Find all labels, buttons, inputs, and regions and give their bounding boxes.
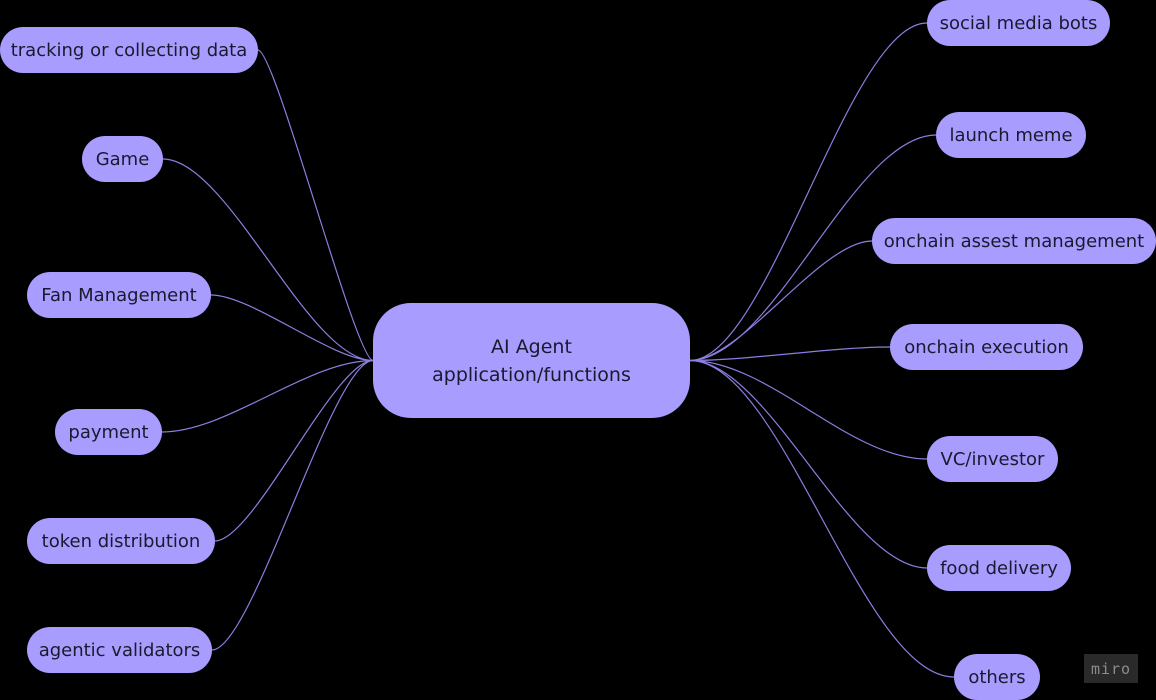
branch-food-delivery[interactable]: food delivery: [927, 545, 1071, 591]
branch-onchain-execution[interactable]: onchain execution: [890, 324, 1083, 370]
branch-label: VC/investor: [940, 448, 1045, 470]
branch-token-distribution[interactable]: token distribution: [27, 518, 215, 564]
branch-label: social media bots: [939, 12, 1098, 34]
connector-line: [689, 359, 955, 678]
branch-others[interactable]: others: [954, 654, 1040, 700]
center-node-title: AI Agent: [491, 335, 572, 358]
connector-line: [689, 359, 928, 569]
branch-agentic-validators[interactable]: agentic validators: [27, 627, 212, 673]
branch-label: launch meme: [949, 124, 1073, 146]
branch-game[interactable]: Game: [82, 136, 163, 182]
center-node-subtitle: application/functions: [432, 363, 631, 386]
branch-label: Game: [95, 148, 150, 170]
branch-onchain-assest-management[interactable]: onchain assest management: [872, 218, 1156, 264]
branch-label: onchain assest management: [883, 230, 1145, 252]
branch-label: Fan Management: [41, 284, 197, 306]
connector-line: [689, 240, 873, 362]
connector-line: [162, 158, 374, 362]
connector-line: [161, 359, 374, 433]
connector-line: [689, 359, 928, 460]
connector-line: [689, 134, 937, 362]
branch-label: onchain execution: [904, 336, 1069, 358]
branch-label: payment: [68, 421, 149, 443]
connector-line: [257, 49, 374, 362]
watermark-text: miro: [1090, 659, 1132, 678]
branch-launch-meme[interactable]: launch meme: [936, 112, 1086, 158]
connector-line: [689, 22, 928, 362]
branch-vc-investor[interactable]: VC/investor: [927, 436, 1058, 482]
connector-line: [689, 346, 891, 362]
connector-line: [211, 359, 374, 651]
branch-label: token distribution: [41, 530, 201, 552]
branch-label: agentic validators: [38, 639, 201, 661]
branch-payment[interactable]: payment: [55, 409, 162, 455]
branch-label: others: [968, 666, 1026, 688]
connector-line: [210, 294, 374, 362]
branch-label: food delivery: [940, 557, 1058, 579]
miro-watermark: miro: [1084, 654, 1138, 683]
center-node[interactable]: AI Agent application/functions: [373, 303, 690, 418]
branch-label: tracking or collecting data: [10, 39, 248, 61]
branch-social-media-bots[interactable]: social media bots: [927, 0, 1110, 46]
connector-line: [214, 359, 374, 542]
branch-fan-management[interactable]: Fan Management: [27, 272, 211, 318]
branch-tracking-or-collecting-data[interactable]: tracking or collecting data: [0, 27, 258, 73]
